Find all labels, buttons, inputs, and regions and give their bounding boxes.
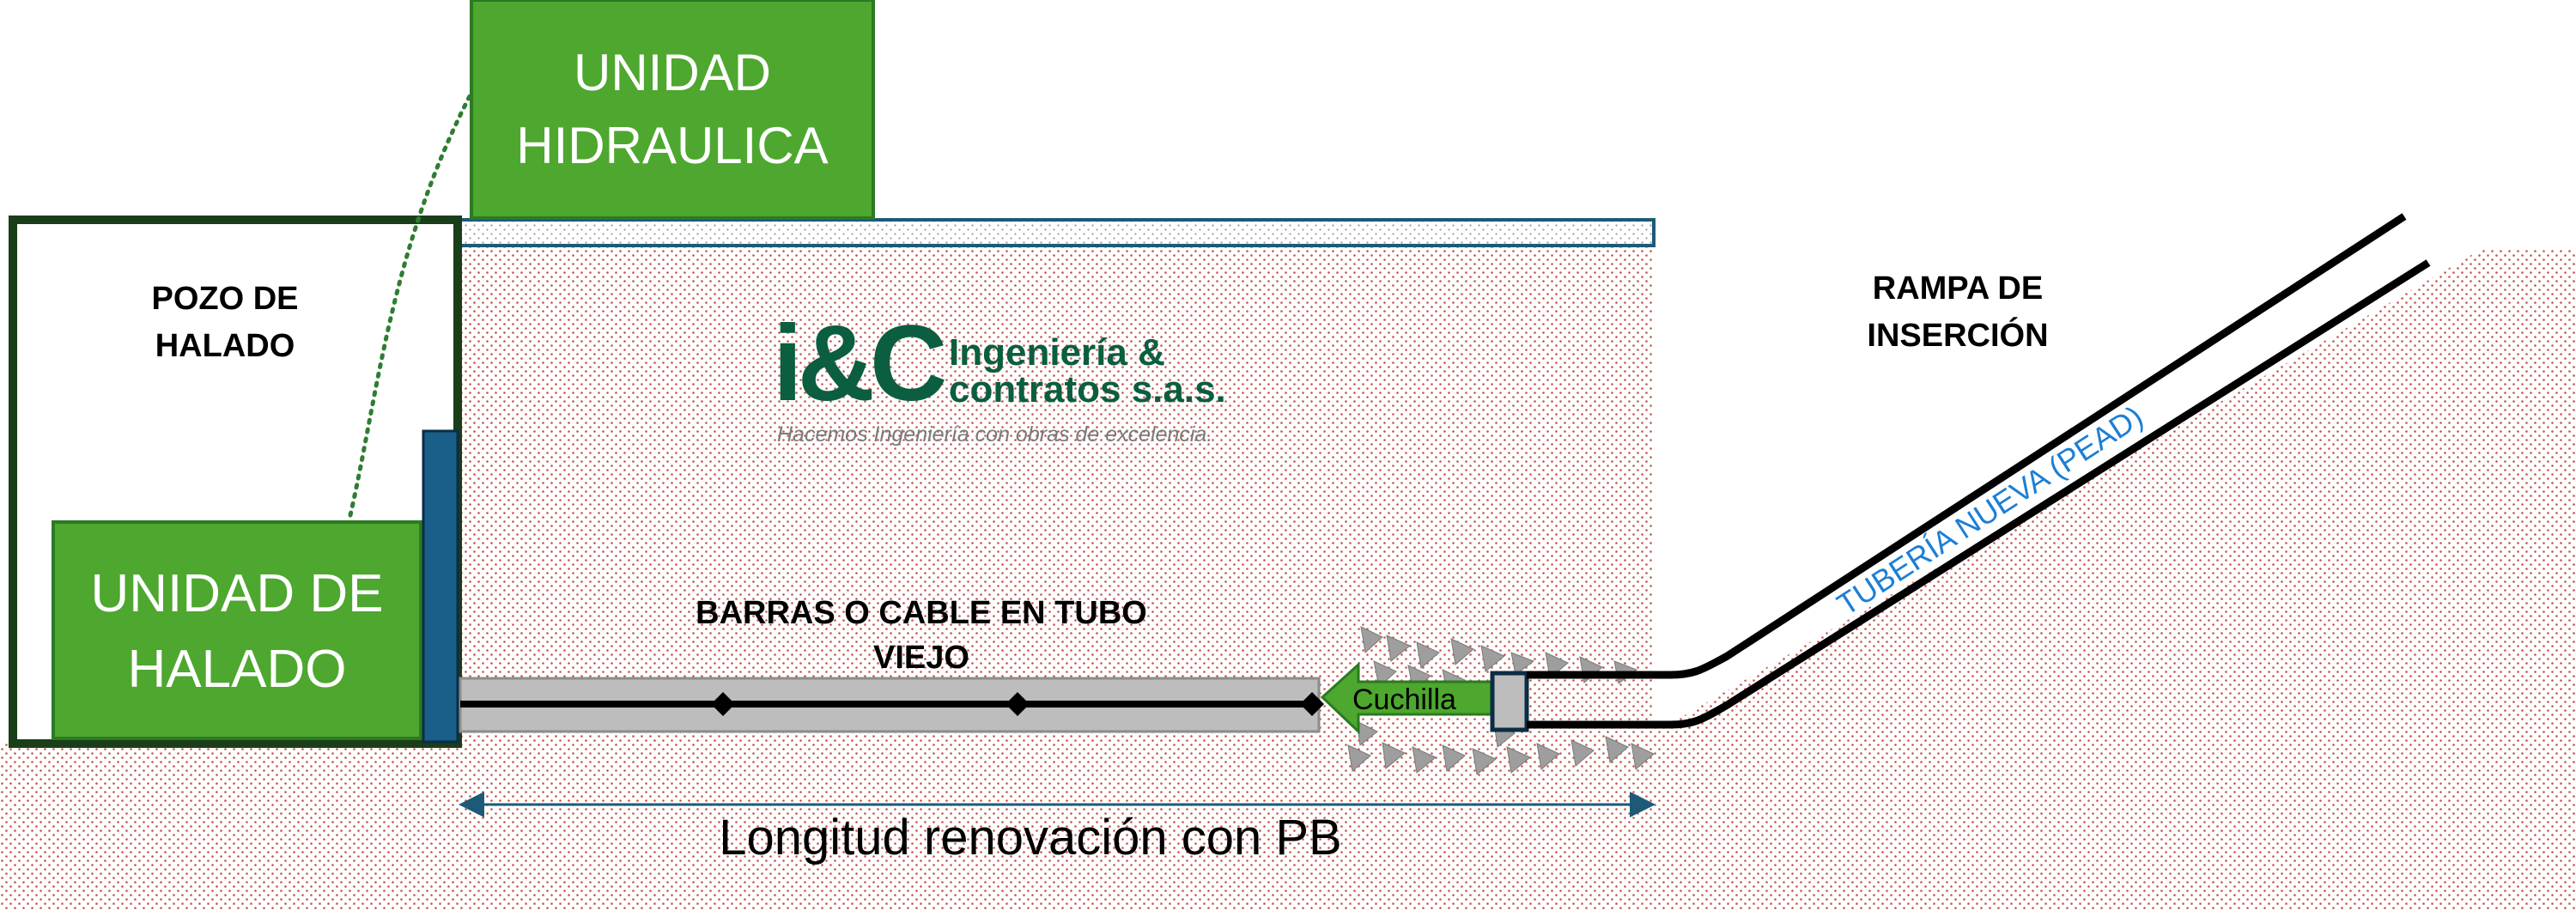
rod-joint-2	[1005, 692, 1030, 716]
pulling-unit-label-1: UNIDAD DE	[90, 564, 383, 623]
rod-joint-1	[711, 692, 735, 716]
logo-tagline: Hacemos Ingeniería con obras de excelenc…	[777, 422, 1212, 446]
bars-label-2: VIEJO	[873, 640, 969, 676]
hydraulic-hose	[348, 92, 473, 518]
logo-name-line1: Ingeniería &	[949, 331, 1165, 374]
blade-label: Cuchilla	[1352, 683, 1456, 716]
company-logo: i&C Ingeniería & contratos s.a.s. Hacemo…	[773, 304, 1226, 446]
hydraulic-unit-box	[470, 0, 875, 220]
pulling-unit-box	[52, 520, 422, 740]
bars-label-1: BARRAS O CABLE EN TUBO	[696, 595, 1147, 631]
new-pipe-bottom	[1527, 259, 2431, 729]
pit-label-1: POZO DE	[151, 281, 298, 317]
logo-mark: i&C	[773, 304, 945, 423]
pulling-unit-label-2: HALADO	[128, 640, 347, 699]
hydraulic-unit-label-2: HIDRAULICA	[516, 117, 828, 174]
length-label: Longitud renovación con PB	[719, 810, 1342, 865]
ramp-label-1: RAMPA DE	[1873, 270, 2043, 307]
new-pipe-top	[1527, 213, 2407, 679]
logo-name-line2: contratos s.a.s.	[949, 368, 1226, 410]
expander-head	[1490, 671, 1529, 732]
surface-layer	[459, 218, 1656, 247]
pit-label-2: HALADO	[155, 328, 295, 364]
ramp-label-2: INSERCIÓN	[1867, 316, 2048, 354]
reaction-column	[422, 429, 459, 744]
rod-joint-3	[1300, 692, 1324, 716]
hydraulic-unit-label-1: UNIDAD	[574, 44, 771, 101]
